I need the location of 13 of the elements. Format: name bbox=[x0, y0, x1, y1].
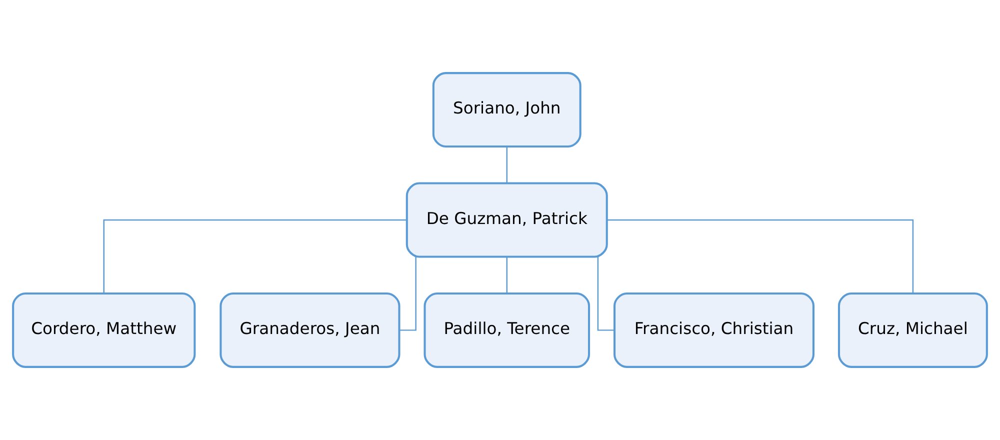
node-box: Granaderos, Jean bbox=[220, 292, 400, 368]
node-box: Francisco, Christian bbox=[614, 292, 814, 368]
node-box: De Guzman, Patrick bbox=[406, 182, 608, 258]
node-box: Cordero, Matthew bbox=[12, 292, 196, 368]
connector bbox=[506, 257, 508, 294]
node-box: Soriano, John bbox=[432, 72, 582, 148]
connector bbox=[607, 219, 914, 294]
connector bbox=[506, 146, 508, 183]
connector bbox=[399, 257, 416, 331]
connector bbox=[597, 257, 614, 331]
node-box: Padillo, Terence bbox=[424, 292, 590, 368]
node-box: Cruz, Michael bbox=[838, 292, 988, 368]
connector bbox=[103, 219, 407, 294]
